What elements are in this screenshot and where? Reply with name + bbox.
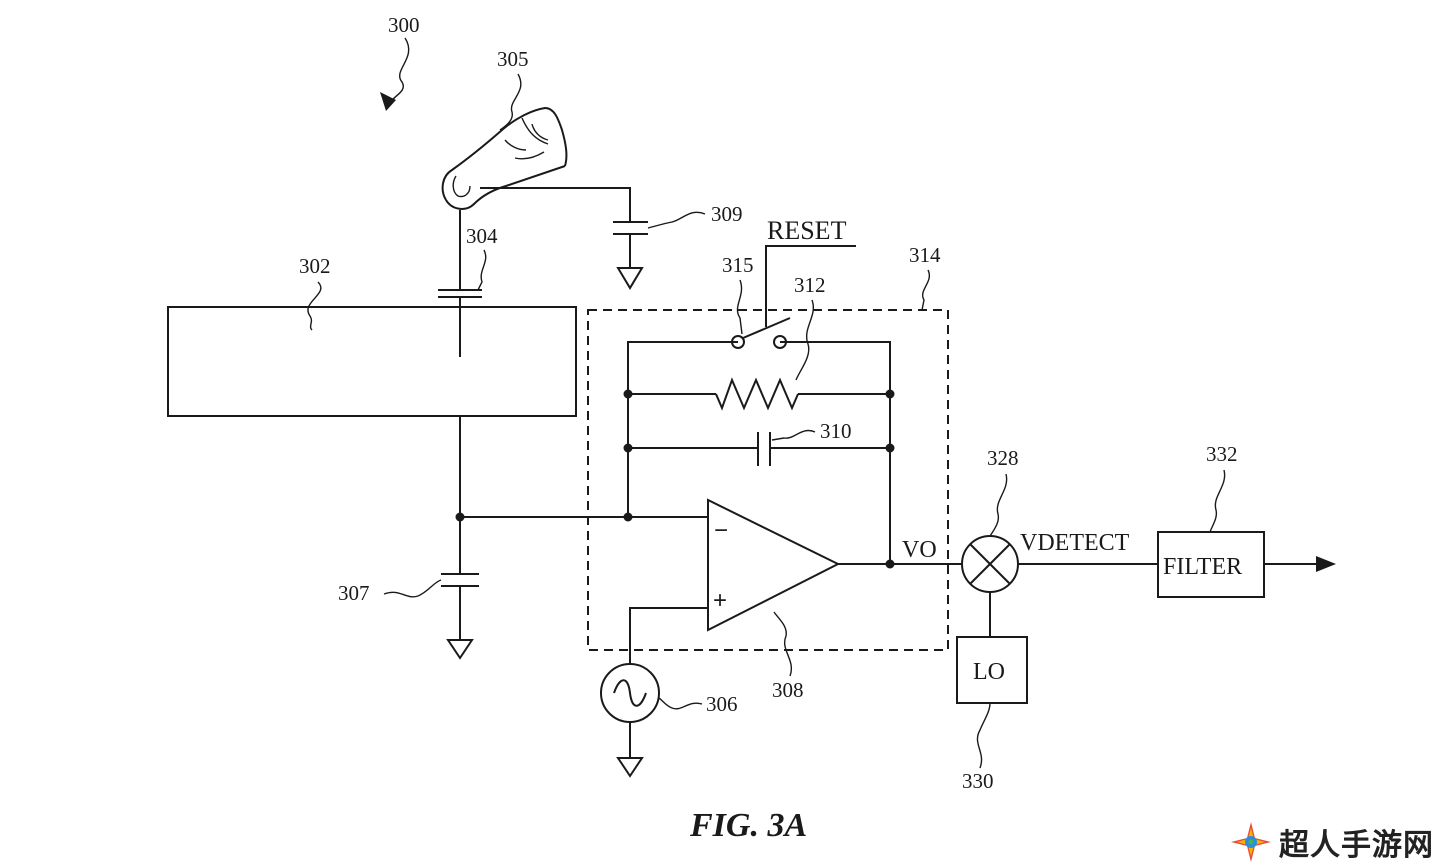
amplifier-block-314	[587, 309, 949, 651]
junction-cap-right	[885, 443, 895, 453]
switch-315-contact-right	[773, 335, 787, 349]
vo-label: VO	[902, 537, 937, 563]
watermark: 超人手游网	[1229, 820, 1434, 864]
ground-307-icon	[446, 639, 474, 660]
ref-332: 332	[1206, 442, 1238, 466]
op-amp-308-icon	[707, 498, 841, 632]
mixer-328-cross-b	[969, 543, 1011, 585]
watermark-text: 超人手游网	[1279, 828, 1434, 863]
ref-306: 306	[706, 692, 738, 716]
ground-309-icon	[616, 267, 644, 290]
ref-308-leader	[773, 611, 793, 677]
ref-304: 304	[466, 224, 498, 248]
op-amp-minus-sign: −	[714, 517, 728, 544]
ground-306-icon	[616, 757, 644, 778]
junction-res-left	[623, 389, 633, 399]
junction-res-right	[885, 389, 895, 399]
ref-310: 310	[820, 419, 852, 443]
ref-308: 308	[772, 678, 804, 702]
ref-304-leader	[477, 249, 487, 291]
filter-label: FILTER	[1163, 554, 1242, 580]
ref-305: 305	[497, 47, 529, 71]
junction-node-panel	[455, 512, 465, 522]
lo-block-330	[956, 636, 1028, 704]
ref-309-leader	[647, 211, 706, 229]
output-arrowhead-icon	[1316, 556, 1336, 572]
ref-330-leader	[976, 702, 991, 769]
ref-302: 302	[299, 254, 331, 278]
ref-310-leader	[771, 429, 816, 441]
ref-300-arrow	[389, 37, 410, 105]
finger-wire-309	[480, 187, 631, 222]
ac-source-306-sine	[613, 679, 647, 707]
colorful-star-logo-icon	[1231, 822, 1271, 862]
ref-328: 328	[987, 446, 1019, 470]
switch-315-contact-left	[731, 335, 745, 349]
figure-caption: FIG. 3A	[689, 807, 807, 844]
feedback-rail-left	[627, 341, 738, 517]
ref-300-arrowhead	[380, 92, 396, 111]
ref-314-leader	[921, 269, 931, 311]
noninverting-wire	[629, 607, 708, 664]
resistor-312-icon	[715, 377, 799, 411]
reset-control-line	[765, 245, 856, 327]
ref-302-leader	[307, 281, 322, 331]
ref-309: 309	[711, 202, 743, 226]
ref-307-leader	[383, 579, 442, 598]
ref-306-leader	[658, 697, 703, 710]
sensor-panel-302	[167, 306, 577, 417]
ref-312-leader	[795, 299, 815, 381]
feedback-rail-right	[780, 341, 891, 564]
ref-315: 315	[722, 253, 754, 277]
finger-icon	[441, 106, 568, 210]
ref-312: 312	[794, 273, 826, 297]
ref-332-leader	[1209, 469, 1226, 533]
ref-300: 300	[388, 13, 420, 37]
reset-label: RESET	[767, 216, 847, 245]
switch-315-blade	[742, 317, 791, 339]
op-amp-plus-sign: +	[713, 587, 727, 614]
ref-305-leader	[499, 73, 522, 131]
ref-330: 330	[962, 769, 994, 793]
ref-314: 314	[909, 243, 941, 267]
ref-307: 307	[338, 581, 370, 605]
junction-vo	[885, 559, 895, 569]
ref-315-leader	[736, 279, 743, 335]
ref-328-leader	[989, 473, 1008, 537]
vdetect-label: VDETECT	[1020, 530, 1130, 556]
junction-cap-left	[623, 443, 633, 453]
lo-label: LO	[973, 659, 1005, 685]
